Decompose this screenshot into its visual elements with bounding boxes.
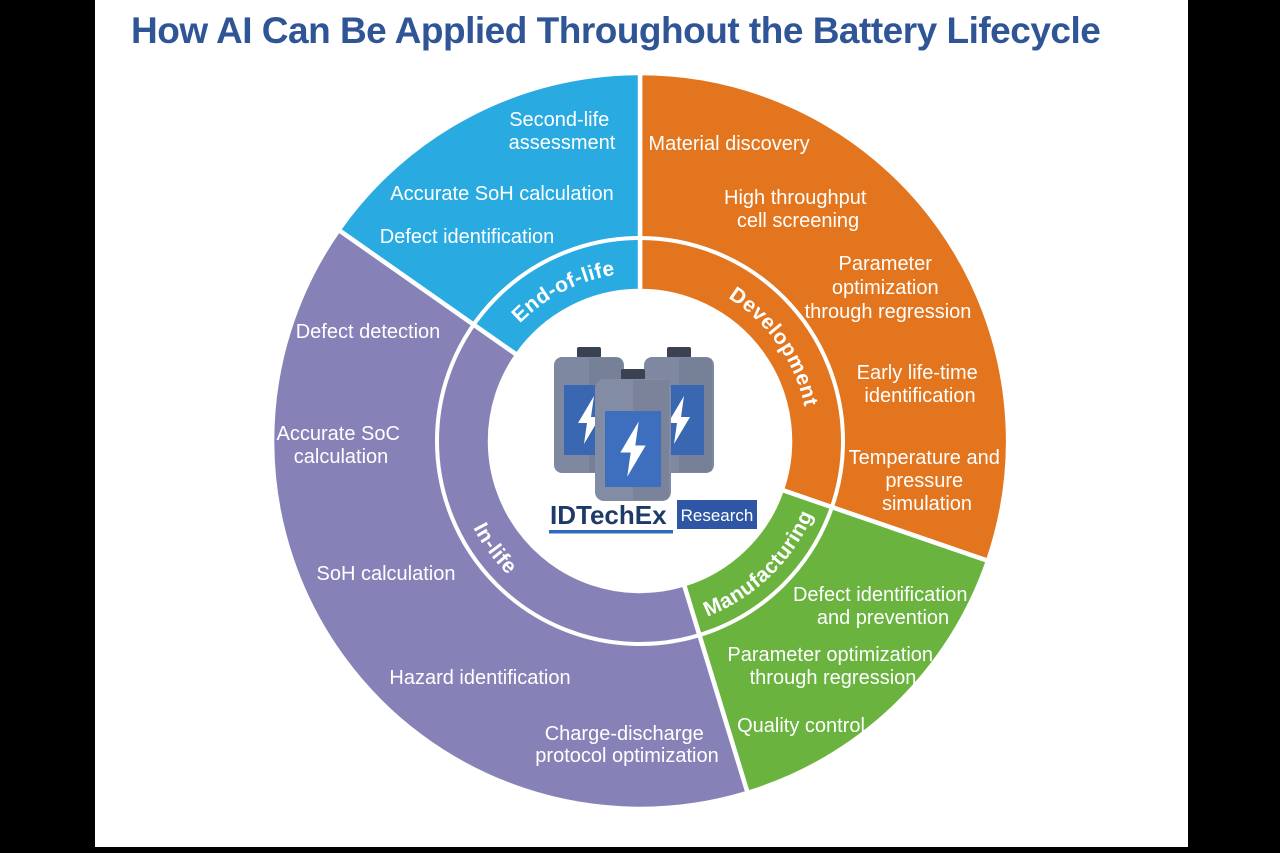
label-quality-control: Quality control (737, 715, 865, 737)
logo-research-text: Research (681, 506, 754, 525)
battery-lifecycle-donut-diagram: Development Manufacturing In-life End-of… (269, 70, 1011, 812)
label-high-throughput-cell-screening: High throughput cell screening (724, 187, 872, 232)
label-early-lifetime-identification: Early life-time identification (857, 362, 984, 407)
label-defect-identification-eol: Defect identification (380, 226, 555, 248)
label-soh-calculation: SoH calculation (317, 563, 456, 585)
logo-underline (549, 530, 673, 534)
logo-brand-text: IDTechEx (550, 500, 667, 530)
bottom-frame-bar (0, 847, 1280, 853)
ring-divider (435, 236, 845, 646)
content-area: How AI Can Be Applied Throughout the Bat… (95, 0, 1188, 847)
segment-development (637, 70, 1011, 564)
label-hazard-identification: Hazard identification (389, 667, 570, 689)
logo-research-box (677, 500, 757, 529)
page-title: How AI Can Be Applied Throughout the Bat… (131, 10, 1101, 51)
segment-manufacturing (681, 487, 991, 796)
label-parameter-optimization-regression-dev: Parameter optimization through regressio… (805, 253, 972, 323)
center-logo-group: IDTechEx Research (549, 347, 757, 534)
label-parameter-optimization-regression-mfg: Parameter optimization through regressio… (727, 644, 938, 689)
idtechex-logo: IDTechEx Research (549, 500, 757, 534)
segment-in-life (269, 227, 750, 812)
label-temperature-pressure-simulation: Temperature and pressure simulation (849, 447, 1006, 515)
label-defect-identification-prevention: Defect identification and prevention (793, 584, 973, 629)
battery-icon-front (595, 369, 671, 501)
segment-end-of-life (336, 70, 643, 358)
label-defect-detection: Defect detection (296, 321, 441, 343)
label-charge-discharge-protocol: Charge-discharge protocol optimization (535, 723, 718, 767)
label-accurate-soh-calculation: Accurate SoH calculation (390, 183, 613, 205)
label-material-discovery: Material discovery (648, 133, 809, 155)
label-accurate-soc-calculation: Accurate SoC calculation (277, 423, 406, 468)
label-second-life-assessment: Second-life assessment (509, 109, 616, 154)
